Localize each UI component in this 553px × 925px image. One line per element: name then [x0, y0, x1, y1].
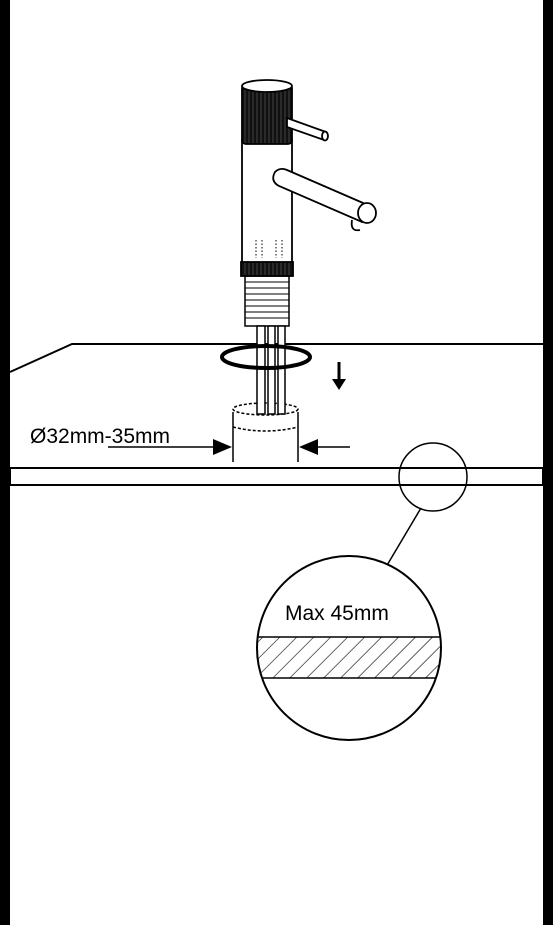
- diameter-dimension: Ø32mm-35mm: [30, 425, 350, 455]
- cabinet-wall-right: [543, 0, 553, 925]
- cabinet-wall-left: [0, 0, 10, 925]
- shank-threads: [245, 281, 289, 319]
- dimension-arrow-right: [299, 439, 318, 455]
- countertop-top-surface: [9, 343, 543, 373]
- tap-lever: [286, 116, 329, 142]
- supply-rod-right: [277, 325, 286, 415]
- callout-leader-line: [382, 507, 422, 573]
- down-arrow-icon: [332, 362, 346, 390]
- tap-base-collar: [240, 261, 294, 277]
- hole-outline: [233, 407, 298, 462]
- countertop: [9, 343, 544, 486]
- supply-rod-center: [267, 325, 276, 415]
- supply-rod-left: [256, 325, 266, 415]
- countertop-front-edge: [9, 467, 544, 486]
- tap-handle-knob: [241, 83, 293, 145]
- dimension-arrow-left: [213, 439, 232, 455]
- tap-body: [240, 79, 294, 277]
- tap-shank: [244, 275, 290, 415]
- callout-source-circle: [398, 442, 468, 512]
- o-ring-gasket: [220, 344, 312, 370]
- tap-markings: [255, 240, 283, 258]
- countertop-section-hatch: [257, 637, 441, 678]
- thickness-detail-callout: Max 45mm: [256, 442, 468, 741]
- tap-body-cylinder: [241, 139, 293, 271]
- tap-spout: [272, 167, 377, 232]
- hole-diameter-label: Ø32mm-35mm: [30, 425, 170, 448]
- tap-handle-cap: [241, 79, 293, 93]
- max-thickness-label: Max 45mm: [285, 602, 389, 625]
